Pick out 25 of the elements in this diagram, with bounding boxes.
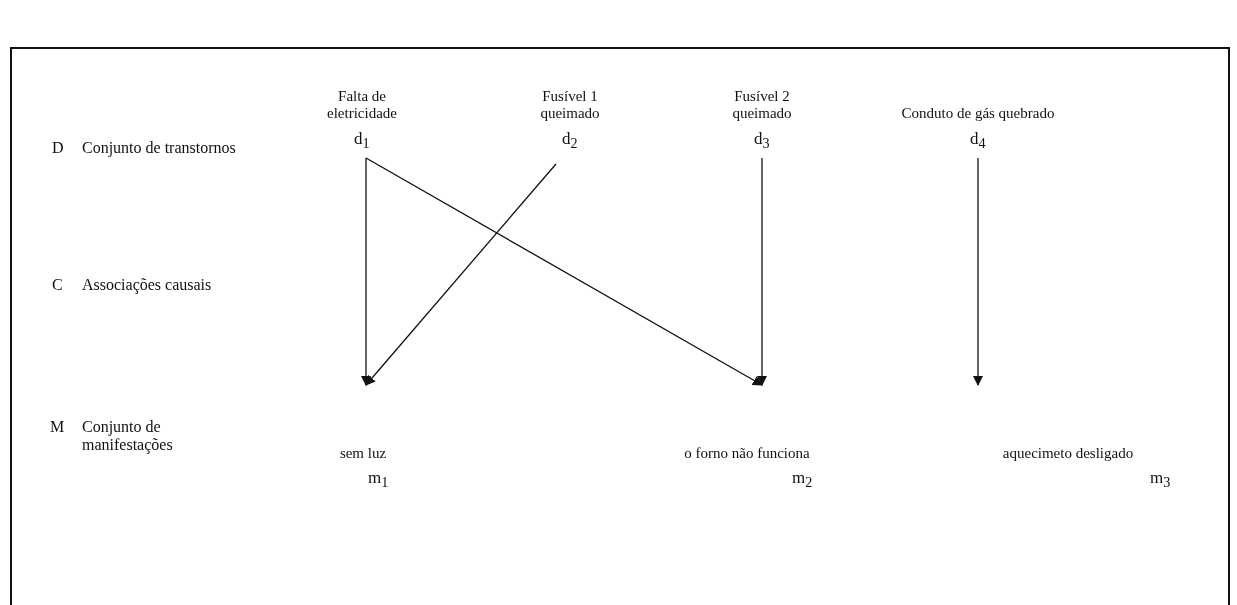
row-label: Conjunto de transtornos <box>82 139 236 157</box>
description-label: Conduto de gás quebrado <box>900 105 1056 122</box>
variable-label: m$_{3}$ <box>1150 469 1171 492</box>
row-label: Conjunto de manifestações <box>82 418 174 454</box>
arrow <box>361 157 371 386</box>
row-letter: C <box>52 276 63 294</box>
description-label: o forno não funciona <box>683 445 811 462</box>
row-label: Associações causais <box>82 276 212 294</box>
arrow <box>365 163 557 386</box>
variable-label: m$_{2}$ <box>792 469 813 492</box>
description-label: Fusível 1 queimado <box>539 88 601 122</box>
description-label: Fusível 2 queimado <box>731 88 793 122</box>
description-label: sem luz <box>338 445 388 462</box>
row-letter: M <box>50 418 65 436</box>
variable-label: d$_{2}$ <box>562 130 578 153</box>
variable-label: d$_{3}$ <box>754 130 770 153</box>
row-letter: D <box>52 139 64 157</box>
arrow <box>973 157 983 386</box>
variable-label: d$_{4}$ <box>970 130 986 153</box>
variable-label: d$_{1}$ <box>354 130 370 153</box>
arrow <box>757 157 767 386</box>
description-label: Falta de eletricidade <box>326 88 398 122</box>
arrow <box>365 157 763 386</box>
variable-label: m$_{1}$ <box>368 469 389 492</box>
description-label: aquecimeto desligado <box>1001 445 1135 462</box>
